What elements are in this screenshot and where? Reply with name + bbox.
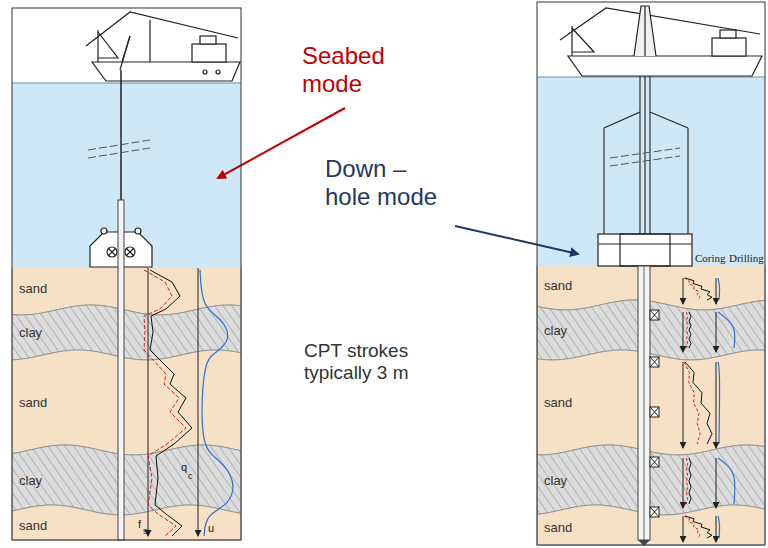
- layer-name: clay: [19, 473, 42, 488]
- layer-name: sand: [19, 281, 47, 296]
- trace-symbol: f: [138, 518, 141, 531]
- trace-symbol: q: [181, 461, 187, 474]
- soil-layer: clay: [13, 456, 73, 504]
- layer-name: sand: [544, 395, 572, 410]
- soil-layer: sand: [538, 271, 598, 299]
- layer-name: sand: [19, 518, 47, 533]
- soil-layer: sand: [538, 516, 598, 539]
- tool-label: Drilling: [729, 252, 764, 265]
- layer-name: clay: [19, 325, 42, 340]
- soil-layer: sand: [13, 273, 73, 304]
- layer-name: clay: [544, 473, 567, 488]
- trace-symbol: u: [208, 522, 214, 535]
- layer-name: sand: [19, 395, 47, 410]
- soil-layer: clay: [538, 456, 598, 504]
- tool-label: Coring: [695, 252, 726, 265]
- layer-name: sand: [544, 278, 572, 293]
- soil-layer: sand: [13, 516, 73, 535]
- trace-subscript: s: [143, 526, 148, 536]
- layer-name: sand: [544, 520, 572, 535]
- callout-title: Seabed mode: [302, 42, 402, 97]
- soil-layer: clay: [13, 316, 73, 349]
- callout-title: Down – hole mode: [325, 155, 450, 210]
- trace-subscript: c: [188, 471, 193, 481]
- soil-layer: sand: [13, 361, 73, 444]
- note: CPT strokes typically 3 m: [304, 340, 444, 384]
- soil-layer: clay: [538, 311, 598, 349]
- soil-layer: sand: [538, 361, 598, 444]
- layer-name: clay: [544, 323, 567, 338]
